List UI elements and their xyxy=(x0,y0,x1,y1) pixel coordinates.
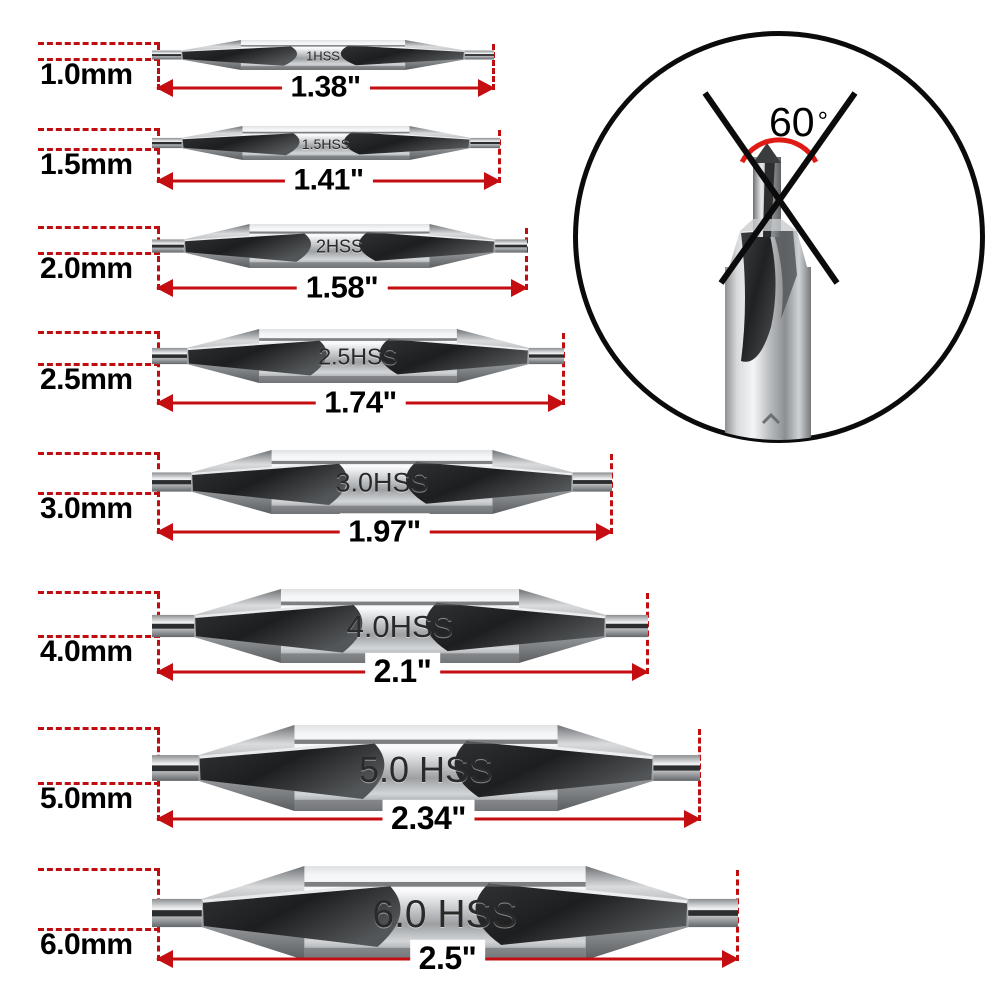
overall-length-label: 2.1" xyxy=(364,652,441,690)
arrow-right-icon xyxy=(684,810,701,828)
arrow-right-icon xyxy=(478,79,495,97)
overall-length-dimension: 1.74" xyxy=(156,384,565,421)
arrow-left-icon xyxy=(156,79,173,97)
arrow-left-icon xyxy=(156,523,173,541)
bit-marking-text: 2HSS xyxy=(315,236,364,257)
extension-line-right xyxy=(610,454,613,534)
center-drill-bit-illustration: 5.0 HSS xyxy=(152,725,700,811)
overall-length-dimension: 1.58" xyxy=(156,269,528,306)
tip-diameter-guide-top xyxy=(38,452,160,455)
overall-length-dimension: 1.41" xyxy=(156,163,501,198)
angle-value-label: 60° xyxy=(769,99,828,146)
center-drill-bit-illustration: 2.5HSS xyxy=(152,329,564,383)
extension-line-left xyxy=(157,454,160,534)
arrow-right-icon xyxy=(484,172,501,190)
tip-diameter-guide-bottom xyxy=(38,492,160,495)
overall-length-label: 1.74" xyxy=(315,384,406,421)
tip-diameter-guide-top xyxy=(38,727,160,730)
bit-marking-text: 4.0HSS xyxy=(346,609,454,645)
angle-detail-inset: 60° xyxy=(573,31,985,443)
arrow-right-icon xyxy=(596,523,613,541)
bit-marking-text: 1HSS xyxy=(306,48,340,64)
extension-line-right xyxy=(525,228,528,290)
overall-length-dimension: 2.34" xyxy=(156,799,701,837)
overall-length-dimension: 1.38" xyxy=(156,70,495,105)
arrow-left-icon xyxy=(156,950,173,968)
arrow-left-icon xyxy=(156,810,173,828)
extension-line-left xyxy=(157,333,160,405)
overall-length-label: 1.97" xyxy=(339,513,430,550)
tip-diameter-guide-top xyxy=(38,868,160,871)
extension-line-left xyxy=(157,228,160,290)
tip-diameter-label: 5.0mm xyxy=(40,782,133,815)
degree-symbol: ° xyxy=(817,106,829,136)
tip-diameter-guide-top xyxy=(38,42,160,45)
overall-length-label: 2.5" xyxy=(409,939,486,977)
tip-diameter-guide-bottom xyxy=(38,252,160,255)
bit-marking-text: 5.0 HSS xyxy=(358,748,494,790)
overall-length-label: 1.58" xyxy=(296,269,388,306)
bit-marking-text: 1.5HSS xyxy=(301,135,351,152)
center-drill-bit-illustration: 1HSS xyxy=(152,40,494,70)
tip-diameter-guide-bottom xyxy=(38,58,160,61)
bit-marking-text: 3.0HSS xyxy=(335,467,429,498)
arrow-right-icon xyxy=(511,279,528,297)
extension-line-right xyxy=(492,44,495,90)
center-drill-bit-illustration: 1.5HSS xyxy=(152,126,500,160)
arrow-left-icon xyxy=(156,279,173,297)
tip-diameter-guide-bottom xyxy=(38,635,160,638)
arrow-left-icon xyxy=(156,394,173,412)
tip-diameter-guide-bottom xyxy=(38,148,160,151)
tip-diameter-guide-top xyxy=(38,226,160,229)
tip-diameter-label: 1.5mm xyxy=(40,148,133,181)
overall-length-dimension: 1.97" xyxy=(156,513,613,550)
overall-length-dimension: 2.1" xyxy=(156,652,649,690)
tip-diameter-label: 6.0mm xyxy=(40,928,133,961)
arrow-right-icon xyxy=(632,663,649,681)
tip-diameter-guide-top xyxy=(38,128,160,131)
bit-marking-text: 2.5HSS xyxy=(318,343,398,370)
center-drill-bit-illustration: 3.0HSS xyxy=(152,450,612,514)
overall-length-dimension: 2.5" xyxy=(156,939,739,977)
tip-diameter-guide-top xyxy=(38,591,160,594)
extension-line-right xyxy=(562,333,565,405)
arrow-left-icon xyxy=(156,663,173,681)
tip-diameter-label: 4.0mm xyxy=(40,635,133,668)
tip-diameter-guide-top xyxy=(38,331,160,334)
extension-line-left xyxy=(157,130,160,183)
tip-diameter-guide-bottom xyxy=(38,782,160,785)
arrow-right-icon xyxy=(548,394,565,412)
center-drill-bit-illustration: 2HSS xyxy=(152,224,527,268)
tip-diameter-label: 2.0mm xyxy=(40,252,133,285)
tip-diameter-label: 3.0mm xyxy=(40,492,133,525)
arrow-right-icon xyxy=(722,950,739,968)
center-drill-bit-illustration: 4.0HSS xyxy=(152,589,648,663)
extension-line-left xyxy=(157,44,160,90)
tip-diameter-label: 1.0mm xyxy=(40,58,133,91)
tip-diameter-guide-bottom xyxy=(38,928,160,931)
tip-diameter-guide-bottom xyxy=(38,363,160,366)
overall-length-label: 2.34" xyxy=(382,799,475,837)
overall-length-label: 1.38" xyxy=(281,70,370,105)
extension-line-right xyxy=(498,130,501,183)
bit-marking-text: 6.0 HSS xyxy=(372,892,518,936)
tip-diameter-label: 2.5mm xyxy=(40,363,133,396)
overall-length-label: 1.41" xyxy=(284,163,373,198)
arrow-left-icon xyxy=(156,172,173,190)
angle-number: 60 xyxy=(769,99,815,145)
